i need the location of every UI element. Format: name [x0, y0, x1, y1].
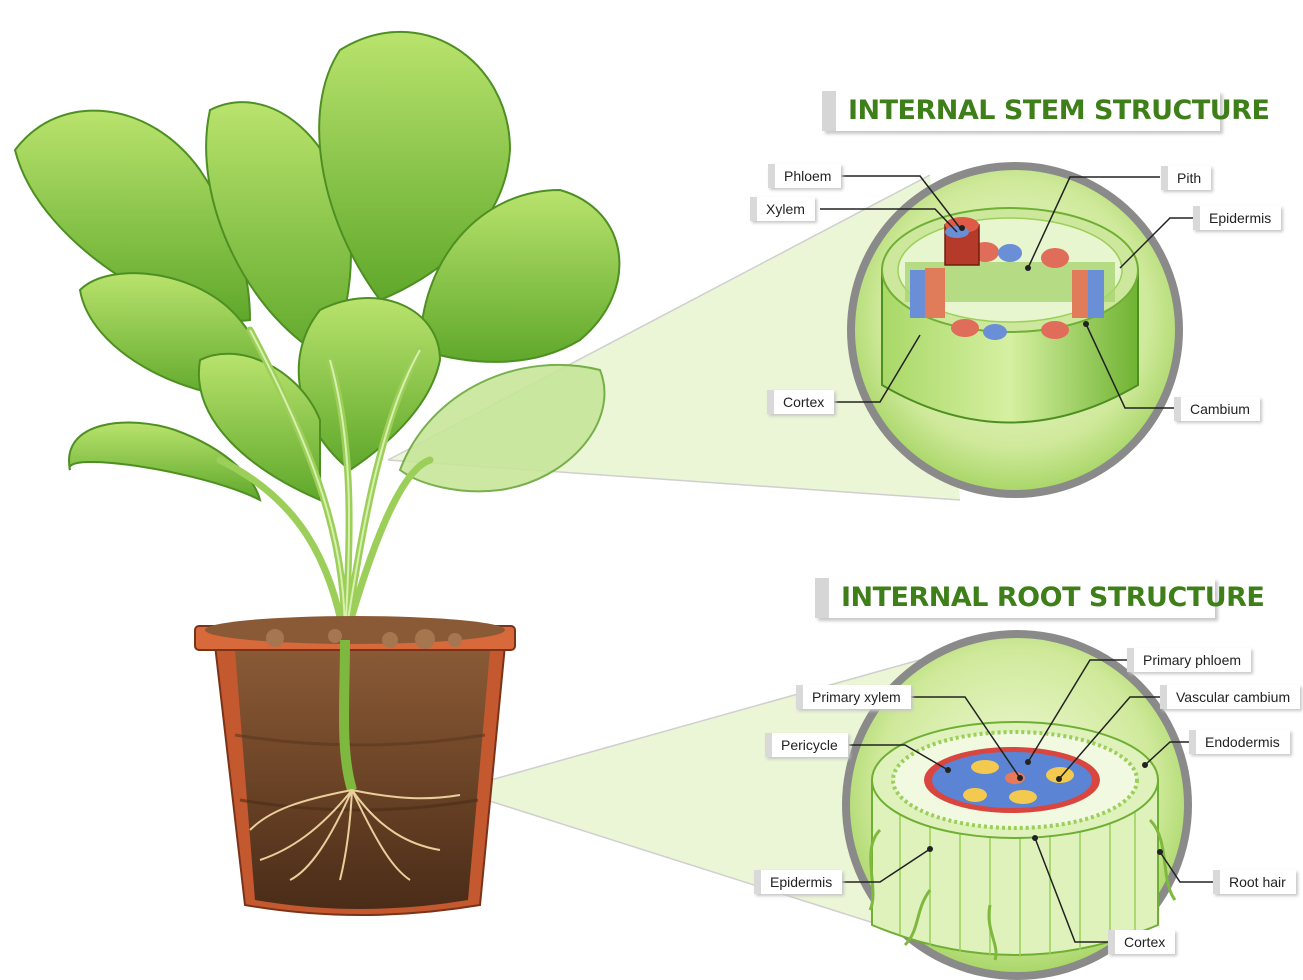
root-label-vascular-cambium: Vascular cambium: [1160, 685, 1301, 709]
root-label-primary-xylem: Primary xylem: [796, 685, 911, 709]
stem-label-xylem: Xylem: [750, 197, 815, 221]
stem-label-cambium: Cambium: [1174, 397, 1260, 421]
root-label-cortex: Cortex: [1108, 930, 1176, 954]
stem-cross-section-lens: [847, 162, 1183, 498]
stem-leader-lines: [820, 175, 1193, 409]
stem-label-cortex: Cortex: [767, 390, 835, 414]
stem-label-epidermis: Epidermis: [1193, 206, 1282, 230]
root-label-epidermis: Epidermis: [754, 870, 843, 894]
plant-pot: [194, 616, 516, 916]
root-label-endodermis: Endodermis: [1189, 730, 1290, 754]
stem-label-phloem: Phloem: [768, 164, 842, 188]
plant-leaves: [13, 31, 621, 644]
stem-label-pith: Pith: [1161, 166, 1212, 190]
root-label-pericycle: Pericycle: [765, 733, 848, 757]
root-label-root-hair: Root hair: [1213, 870, 1296, 894]
stem-section-title: INTERNAL STEM STRUCTURE: [822, 91, 1270, 131]
root-cross-section-lens: [842, 630, 1192, 980]
root-label-primary-phloem: Primary phloem: [1127, 648, 1252, 672]
root-section-title: INTERNAL ROOT STRUCTURE: [815, 578, 1265, 618]
root-leader-lines: [838, 659, 1213, 943]
